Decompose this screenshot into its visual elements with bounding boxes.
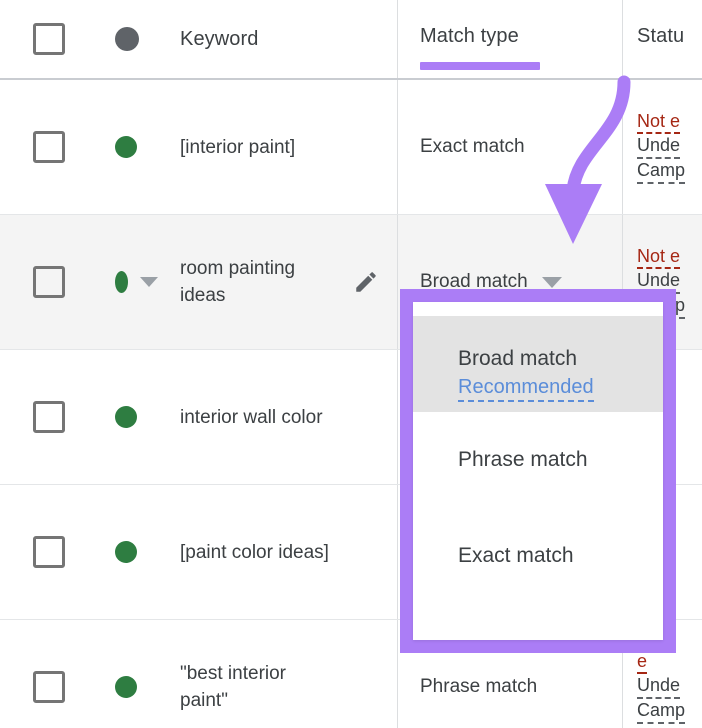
menu-item-broad-match[interactable]: Broad match Recommended [413,316,663,412]
select-all-checkbox[interactable] [33,23,65,55]
select-all-cell[interactable] [0,0,98,78]
status-line-1: Not e [637,245,681,269]
status-line-3: Camp [637,699,686,724]
row-select-cell[interactable] [0,350,98,484]
row-checkbox[interactable] [33,671,65,703]
match-type-cell[interactable]: Exact match [397,80,622,214]
column-header-keyword[interactable]: Keyword [158,0,397,78]
match-type-cell[interactable]: Phrase match [397,620,622,728]
status-line-1: Not e [637,110,681,134]
row-select-cell[interactable] [0,485,98,619]
match-type-cell[interactable] [397,485,622,619]
keyword-cell[interactable]: room painting ideas [158,215,397,349]
status-dot-icon [115,136,137,158]
column-header-status-label: Statu [637,25,685,47]
keyword-text: room painting ideas [180,258,296,306]
match-type-dropdown-menu[interactable]: Broad match Recommended Phrase match Exa… [413,302,663,640]
status-cell: e Unde Camp [622,620,702,728]
chevron-down-icon[interactable] [140,277,158,287]
keyword-text: [interior paint] [180,136,296,158]
status-cell: Not e Unde Camp [622,80,702,214]
keyword-text: interior wall color [180,406,323,428]
keyword-cell[interactable]: [paint color ideas] [158,485,397,619]
status-dot-icon [115,271,128,293]
row-status-dot-cell [98,485,158,619]
table-row[interactable]: [interior paint] Exact match Not e Unde … [0,80,702,215]
row-select-cell[interactable] [0,215,98,349]
keyword-cell[interactable]: [interior paint] [158,80,397,214]
match-type-dropdown-chevron-icon[interactable] [541,276,562,288]
table-header-row: Keyword Match type Statu [0,0,702,80]
menu-item-exact-match[interactable]: Exact match [413,508,663,604]
recommended-badge[interactable]: Recommended [458,374,594,402]
edit-pencil-icon[interactable] [353,269,379,295]
status-dot-icon [115,27,139,51]
row-status-dot-cell [98,80,158,214]
menu-item-label: Exact match [458,544,574,567]
keyword-text: [paint color ideas] [180,541,329,563]
row-select-cell[interactable] [0,80,98,214]
column-header-status[interactable]: Statu [622,0,702,78]
row-checkbox[interactable] [33,536,65,568]
column-header-keyword-label: Keyword [180,27,259,50]
status-line-1: e [637,650,648,674]
status-dot-icon [115,541,137,563]
status-dot-icon [115,676,137,698]
keyword-cell[interactable]: "best interior paint" [158,620,397,728]
match-type-cell[interactable]: Broad match [397,215,622,349]
row-status-dot-cell [98,620,158,728]
match-type-text: Broad match [420,271,528,292]
keyword-text: "best interior paint" [180,663,287,711]
status-dot-icon [115,406,137,428]
row-checkbox[interactable] [33,131,65,163]
menu-item-phrase-match[interactable]: Phrase match [413,412,663,508]
menu-item-label: Phrase match [458,448,588,471]
match-type-highlight-underline [420,62,540,70]
column-header-match-type[interactable]: Match type [397,0,622,78]
keyword-cell[interactable]: interior wall color [158,350,397,484]
row-checkbox[interactable] [33,401,65,433]
match-type-text: Exact match [420,136,525,157]
row-checkbox[interactable] [33,266,65,298]
match-type-text: Phrase match [420,676,538,697]
status-line-3: Camp [637,159,686,184]
status-line-2: Unde [637,674,681,699]
row-select-cell[interactable] [0,620,98,728]
status-line-2: Unde [637,134,681,159]
menu-item-label: Broad match [458,347,578,370]
menu-top-spacer [413,302,663,316]
row-status-dot-cell [98,350,158,484]
row-status-dot-cell[interactable] [98,215,158,349]
header-status-dot-cell [98,0,158,78]
column-header-match-type-label: Match type [420,25,519,47]
match-type-cell[interactable] [397,350,622,484]
